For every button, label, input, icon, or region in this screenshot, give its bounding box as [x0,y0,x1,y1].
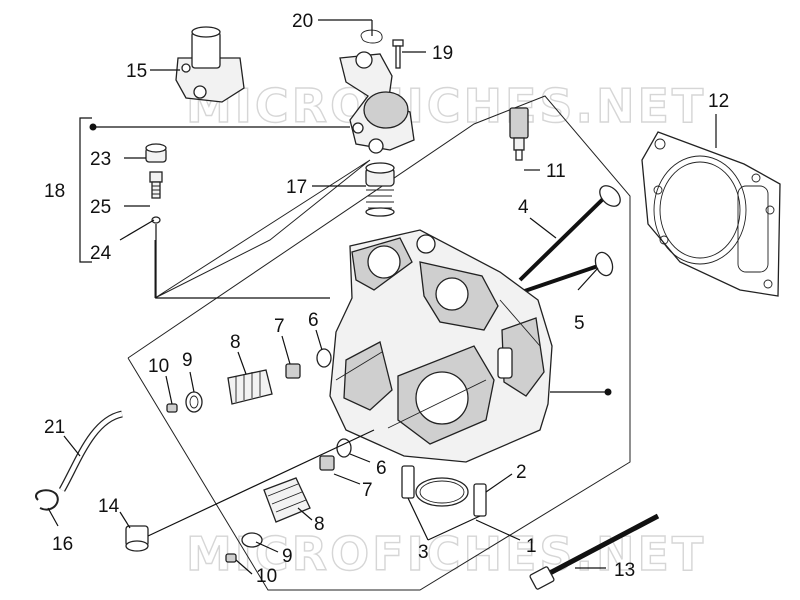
temperature-sensor-part-11 [509,107,529,161]
callout-13: 13 [614,560,635,581]
sensor-part-25 [149,171,163,199]
hose-part-21 [58,410,123,492]
callout-2: 2 [516,462,527,483]
callout-1: 1 [526,536,537,557]
leader-lines [47,19,717,575]
callout-10-lower: 10 [256,566,277,587]
callout-12: 12 [708,91,729,112]
thermostat-part-17 [365,162,395,217]
callout-6-upper: 6 [308,310,319,331]
callout-7-lower: 7 [362,480,373,501]
plug-part-14 [125,525,149,552]
thermostat-cover [339,51,415,154]
callout-labels: 15 20 19 12 23 18 25 24 17 11 4 5 10 9 8… [44,11,729,587]
hose-clip-part-16 [35,489,59,511]
upper-valve-spring-group [166,348,332,413]
callout-21: 21 [44,417,65,438]
callout-14: 14 [98,496,120,517]
callout-19: 19 [432,43,453,64]
callout-25: 25 [90,197,111,218]
callout-7-upper: 7 [274,316,285,337]
callout-15: 15 [126,61,147,82]
callout-17: 17 [286,177,307,198]
bolt-part-13 [529,513,660,590]
callout-10-upper: 10 [148,356,169,377]
callout-6-lower: 6 [376,458,387,479]
thermostat-housing-part-15 [175,26,245,103]
cap-part-23 [145,143,167,163]
lower-valve-spring-group [225,438,352,563]
callout-24: 24 [90,243,112,264]
callout-4: 4 [518,197,529,218]
screw-part-19 [392,39,404,69]
intake-valve-part-4 [518,185,621,282]
head-gasket-part-12 [641,131,781,297]
cylinder-head-part-1 [329,229,553,463]
spring-clip-part-20 [360,29,383,44]
callout-23: 23 [90,149,111,170]
washer-part-24 [151,216,330,299]
watermark-top: MICROFICHES.NET [186,79,706,133]
callout-9-lower: 9 [282,546,293,567]
callout-9-upper: 9 [182,350,193,371]
group-18-bracket [79,117,350,263]
o-ring-part-2 [415,477,469,507]
callout-5: 5 [574,313,585,334]
callout-20: 20 [292,11,313,32]
callout-16: 16 [52,534,73,555]
callout-11: 11 [546,161,566,182]
callout-3: 3 [418,542,429,563]
callout-8-lower: 8 [314,514,325,535]
callout-18: 18 [44,181,65,202]
assembly-frame [127,95,631,591]
callout-8-upper: 8 [230,332,241,353]
